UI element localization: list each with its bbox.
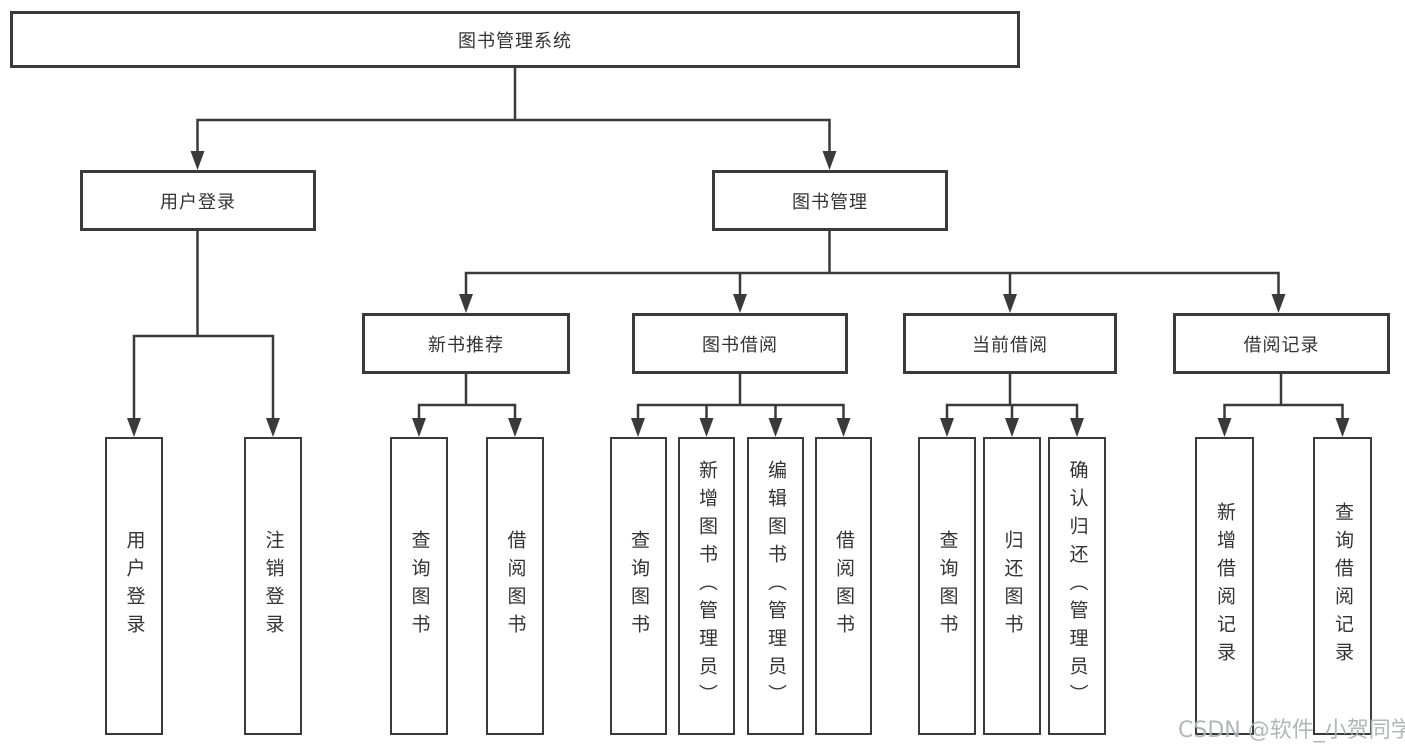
leaf-label: 注销登录 (262, 530, 285, 642)
node-label: 图书管理系统 (458, 30, 572, 52)
leaf-label: 确认归还（管理员） (1066, 460, 1089, 712)
csdn-watermark: CSDN @软件_小贺同学 (1178, 718, 1405, 743)
leaf-label: 借阅图书 (833, 530, 855, 642)
node-current-borrowing: 当前借阅 (903, 313, 1117, 374)
leaf-label: 用户登录 (123, 530, 146, 642)
leaf-user-login: 用户登录 (105, 437, 163, 735)
leaf-label: 查询图书 (408, 530, 431, 642)
node-label: 用户登录 (160, 191, 236, 213)
node-label: 图书管理 (792, 191, 868, 213)
node-user-login: 用户登录 (80, 170, 316, 231)
node-book-management: 图书管理 (712, 170, 948, 231)
node-new-book-recommend: 新书推荐 (362, 313, 570, 374)
leaf-confirm-return-admin: 确认归还（管理员） (1048, 437, 1106, 735)
leaf-query-books-recommend: 查询图书 (390, 437, 448, 735)
node-borrowing-records: 借阅记录 (1173, 313, 1390, 374)
arrowheads (127, 151, 1350, 437)
leaf-borrow-books-borrowing: 借阅图书 (815, 437, 872, 735)
node-label: 新书推荐 (428, 334, 504, 356)
leaf-query-books-borrowing: 查询图书 (610, 437, 667, 735)
node-book-borrowing: 图书借阅 (632, 313, 848, 374)
leaf-return-books: 归还图书 (983, 437, 1041, 735)
node-label: 当前借阅 (972, 334, 1048, 356)
leaf-query-books-current: 查询图书 (918, 437, 976, 735)
leaf-label: 新增借阅记录 (1214, 502, 1236, 670)
leaf-label: 编辑图书（管理员） (765, 460, 787, 712)
leaf-label: 查询借阅记录 (1332, 502, 1354, 670)
tree-edges (132, 66, 1344, 426)
node-root-library-system: 图书管理系统 (10, 11, 1020, 68)
leaf-label: 借阅图书 (504, 530, 527, 642)
node-label: 图书借阅 (702, 334, 778, 356)
leaf-label: 新增图书（管理员） (696, 460, 718, 712)
leaf-label: 查询图书 (628, 530, 650, 642)
leaf-query-borrow-record: 查询借阅记录 (1313, 437, 1372, 735)
node-label: 借阅记录 (1243, 334, 1320, 356)
leaf-borrow-books-recommend: 借阅图书 (486, 437, 544, 735)
leaf-label: 归还图书 (1001, 530, 1024, 642)
leaf-logout: 注销登录 (244, 437, 302, 735)
leaf-edit-book-admin: 编辑图书（管理员） (747, 437, 804, 735)
leaf-add-borrow-record: 新增借阅记录 (1195, 437, 1254, 735)
leaf-label: 查询图书 (936, 530, 959, 642)
leaf-add-book-admin: 新增图书（管理员） (678, 437, 735, 735)
